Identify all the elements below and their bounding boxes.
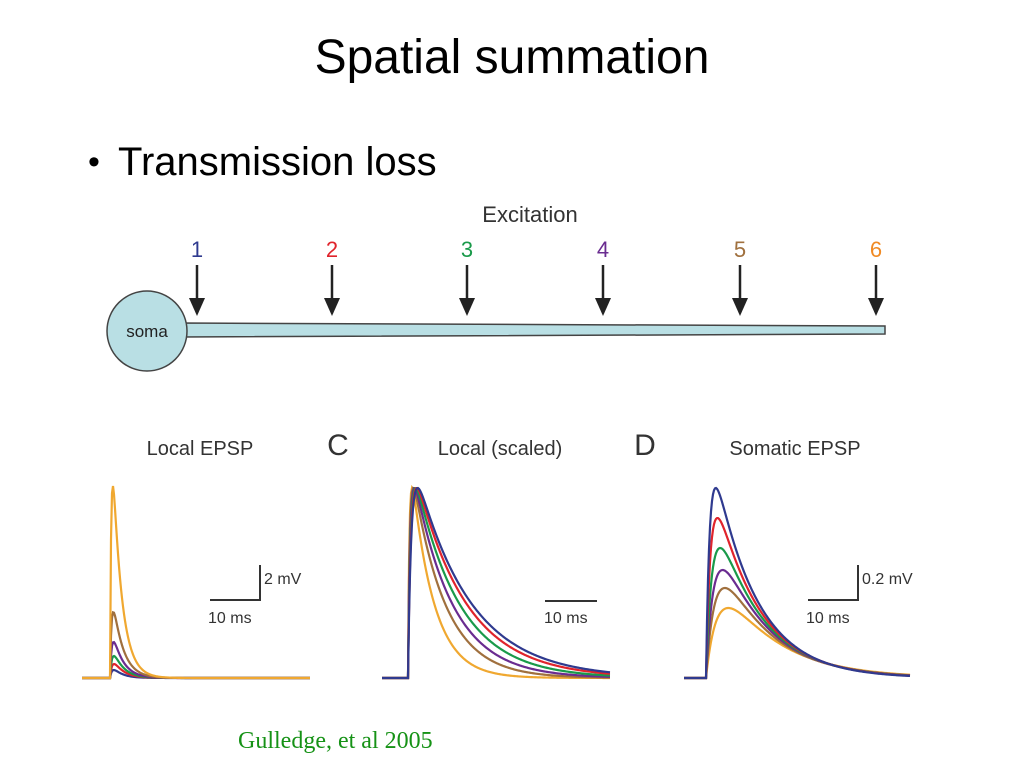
trace-site4 <box>82 640 310 680</box>
dendrite <box>179 322 886 338</box>
trace-site6 <box>684 606 911 680</box>
epsp-panels: Local EPSP C Local (scaled) D Somatic EP… <box>82 429 913 680</box>
stimulation-sites: 1 2 3 4 5 6 <box>189 237 884 316</box>
scalebar-x-label: 10 ms <box>208 610 252 627</box>
bullet-item: • Transmission loss <box>88 140 437 185</box>
scalebar-x-label: 10 ms <box>544 610 588 627</box>
neuron-schematic: Excitation soma 1 2 3 4 5 6 <box>106 202 886 372</box>
site-4: 4 <box>595 237 611 316</box>
trace-site2 <box>382 486 611 680</box>
panel-letter-c: C <box>327 429 349 462</box>
down-arrow-icon <box>324 298 340 316</box>
site-number: 1 <box>191 237 203 262</box>
trace-site4 <box>382 486 611 680</box>
bullet-text: Transmission loss <box>118 140 437 184</box>
down-arrow-icon <box>868 298 884 316</box>
site-2: 2 <box>324 237 340 316</box>
trace-site1 <box>382 486 611 680</box>
panel-title-somatic-epsp: Somatic EPSP <box>729 438 860 460</box>
trace-site6 <box>382 484 610 680</box>
down-arrow-icon <box>459 298 475 316</box>
bullet-dot-icon: • <box>88 143 100 181</box>
trace-site6 <box>82 485 310 680</box>
panel-letter-d: D <box>634 429 656 462</box>
scalebar-panel-2: 10 ms <box>544 600 597 627</box>
site-number: 5 <box>734 237 746 262</box>
scalebar-y-label: 2 mV <box>264 571 302 588</box>
soma-label: soma <box>126 322 168 341</box>
site-number: 4 <box>597 237 609 262</box>
soma <box>106 290 188 372</box>
slide-title: Spatial summation <box>314 31 710 84</box>
traces-local-epsp <box>82 485 310 680</box>
traces-local-scaled <box>382 484 611 680</box>
site-number: 3 <box>461 237 473 262</box>
scalebar-x-label: 10 ms <box>806 610 850 627</box>
scalebar-y-label: 0.2 mV <box>862 571 913 588</box>
down-arrow-icon <box>732 298 748 316</box>
scalebar-panel-3: 0.2 mV 10 ms <box>806 565 913 627</box>
trace-site5 <box>684 586 911 680</box>
scalebar-panel-1: 2 mV 10 ms <box>208 565 302 627</box>
trace-site1 <box>684 486 911 680</box>
trace-site3 <box>382 487 611 680</box>
excitation-label: Excitation <box>482 202 577 227</box>
panel-title-local-epsp: Local EPSP <box>147 438 254 460</box>
trace-site5 <box>382 486 611 680</box>
trace-site3 <box>82 654 310 680</box>
panel-title-local-scaled: Local (scaled) <box>438 438 563 460</box>
citation: Gulledge, et al 2005 <box>238 728 433 754</box>
site-number: 6 <box>870 237 882 262</box>
site-1: 1 <box>189 237 205 316</box>
site-6: 6 <box>868 237 884 316</box>
down-arrow-icon <box>595 298 611 316</box>
trace-site1 <box>82 668 310 680</box>
trace-site3 <box>684 546 911 680</box>
site-5: 5 <box>732 237 748 316</box>
site-number: 2 <box>326 237 338 262</box>
site-3: 3 <box>459 237 475 316</box>
traces-somatic-epsp <box>684 486 911 680</box>
down-arrow-icon <box>189 298 205 316</box>
